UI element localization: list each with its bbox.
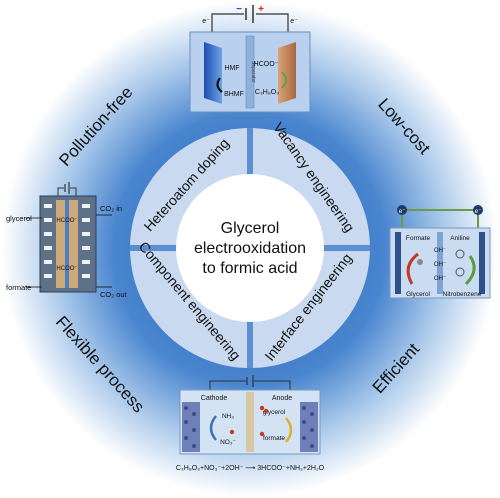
left-hcoo-bottom: HCOO⁻ xyxy=(56,266,77,272)
bottom-no3-label: NO₃⁻ xyxy=(220,439,236,446)
bottom-molecule-icons xyxy=(229,405,269,437)
right-molecule-icons xyxy=(417,249,465,277)
right-oh-1: OH⁻ xyxy=(434,248,446,254)
right-electron-left: e⁻ xyxy=(399,209,406,215)
bottom-membrane xyxy=(246,392,254,452)
right-wire xyxy=(401,209,479,230)
top-cathode-electrode xyxy=(204,42,222,104)
right-right-electrode xyxy=(479,232,485,294)
top-anode-electrode xyxy=(278,42,296,104)
bottom-equation: C₃H₈O₃+NO₃⁻+2OH⁻ ⟶ 3HCOO⁻+NH₃+2H₂O xyxy=(176,465,325,472)
top-electron-left: e⁻ xyxy=(202,18,210,25)
right-electron-left-badge xyxy=(397,205,407,215)
right-membrane xyxy=(437,232,443,294)
top-arrow-right xyxy=(281,71,288,89)
right-formate-label: Formate xyxy=(406,235,431,242)
right-arrow-green xyxy=(464,255,476,286)
left-glycerol-label: glycerol xyxy=(6,214,32,223)
top-separator xyxy=(245,35,255,109)
left-cell-ribs xyxy=(44,204,90,278)
bottom-cathode-lattice xyxy=(182,402,200,452)
bottom-wire xyxy=(209,380,291,392)
panel-left-flow-cell: HCOO⁻ HCOO⁻ glycerol formate CO₂ in CO₂ … xyxy=(6,182,128,299)
top-wire xyxy=(211,13,289,34)
bottom-cathode-label: Cathode xyxy=(201,395,228,402)
ring xyxy=(130,128,370,368)
left-wire xyxy=(57,187,77,196)
panel-bottom-coelectrolysis: Cathode Anode NH₃ NO₃⁻ glycerol formate … xyxy=(176,375,325,472)
right-oh-2: OH⁻ xyxy=(434,262,446,268)
top-formate-label: HCOO⁻ xyxy=(254,61,279,68)
right-electron-right: e⁻ xyxy=(475,209,482,215)
bottom-nh3-label: NH₃ xyxy=(222,413,234,420)
bottom-formate-label: formate xyxy=(263,435,285,442)
right-left-electrode xyxy=(395,232,401,294)
bottom-arrow-right xyxy=(285,417,293,443)
right-electron-right-badge xyxy=(473,205,483,215)
left-hcoo-top: HCOO⁻ xyxy=(56,218,77,224)
left-co2-in-label: CO₂ in xyxy=(100,204,122,213)
center-disk xyxy=(176,174,324,322)
right-arrow-red xyxy=(406,252,419,285)
left-cell-membrane xyxy=(65,200,69,288)
battery-minus: − xyxy=(236,4,242,15)
battery-plus: + xyxy=(258,4,264,15)
bottom-anode-lattice xyxy=(300,402,318,452)
top-glycerol-label: C₃H₈O₃ xyxy=(255,89,279,96)
center-title-line1: Glycerol xyxy=(221,220,280,237)
panel-right-paired-cell: e⁻ e⁻ Formate Aniline OH⁻ OH⁻ OH⁻ Glycer… xyxy=(389,205,491,299)
left-co2-out-label: CO₂ out xyxy=(100,290,128,299)
bottom-arrow-left xyxy=(209,415,217,441)
panel-top-electrolyzer: − + e⁻ e⁻ Separator HMF BHMF HCOO⁻ C₃H₈O… xyxy=(189,4,311,113)
top-electron-right: e⁻ xyxy=(290,18,298,25)
top-bhmf-label: BHMF xyxy=(224,91,244,98)
center-title-line3: to formic acid xyxy=(202,260,297,277)
left-formate-label: formate xyxy=(6,283,31,292)
right-glycerol-label: Glycerol xyxy=(406,291,430,298)
bottom-anode-label: Anode xyxy=(272,395,292,402)
bottom-glycerol-label: glycerol xyxy=(263,409,286,416)
top-separator-label: Separator xyxy=(250,61,256,83)
top-arrow-left xyxy=(216,77,223,93)
right-oh-3: OH⁻ xyxy=(434,276,446,282)
right-aniline-label: Aniline xyxy=(450,235,470,242)
right-nitrobenzene-label: Nitrobenzene xyxy=(443,291,482,298)
top-hmf-label: HMF xyxy=(224,65,239,72)
center-title-line2: electrooxidation xyxy=(194,240,306,257)
